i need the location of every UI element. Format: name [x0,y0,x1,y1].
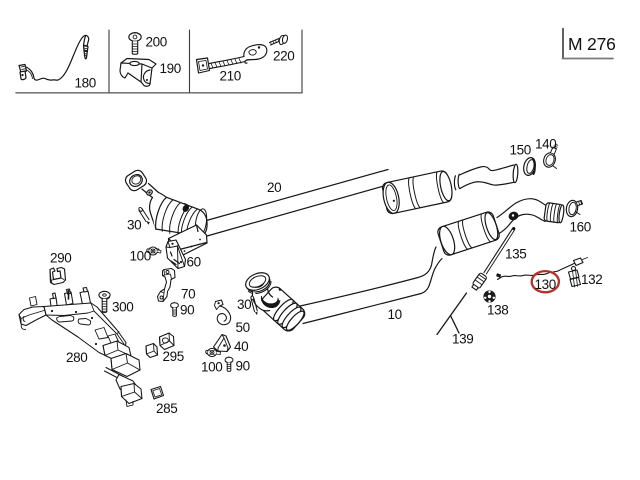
svg-text:200: 200 [146,35,167,50]
svg-text:M 276: M 276 [568,34,616,54]
svg-text:132: 132 [581,272,602,287]
svg-text:295: 295 [163,349,184,364]
svg-text:280: 280 [66,350,87,365]
svg-text:150: 150 [510,143,531,158]
svg-text:30: 30 [127,218,141,233]
svg-text:139: 139 [452,332,473,347]
svg-text:160: 160 [570,220,591,235]
svg-text:20: 20 [267,180,281,195]
svg-text:300: 300 [112,300,133,315]
svg-text:180: 180 [75,76,96,91]
svg-text:285: 285 [156,401,177,416]
svg-text:138: 138 [487,303,508,318]
svg-text:100: 100 [130,249,151,264]
svg-text:10: 10 [388,307,402,322]
svg-text:60: 60 [187,255,201,270]
svg-text:140: 140 [535,137,556,152]
svg-text:40: 40 [234,339,248,354]
svg-text:90: 90 [180,303,194,318]
svg-text:130: 130 [535,277,556,292]
svg-text:220: 220 [273,49,294,64]
svg-text:100: 100 [201,360,222,375]
svg-text:290: 290 [50,251,71,266]
svg-text:135: 135 [505,247,526,262]
svg-text:70: 70 [181,287,195,302]
svg-text:30: 30 [237,297,251,312]
svg-text:50: 50 [236,320,250,335]
svg-text:190: 190 [160,61,181,76]
svg-text:210: 210 [220,69,241,84]
svg-text:90: 90 [236,359,250,374]
